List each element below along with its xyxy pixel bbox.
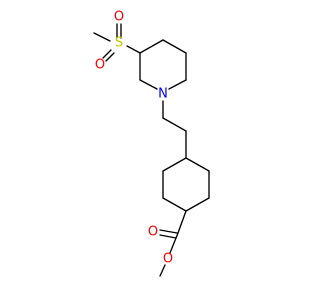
- bond-piperidine-c6-n: [168, 79, 187, 90]
- bond-cyclohexane-c6-c1: [162, 157, 187, 172]
- bond-ester-carbonyl-2: [159, 234, 177, 239]
- bond-piperidine-n-c2: [139, 79, 158, 90]
- ester-ether-oxygen-label: O: [163, 252, 173, 267]
- bond-ester-carbonyl-1: [159, 229, 178, 234]
- molecule-structure-diagram: S O O N O O: [0, 0, 300, 300]
- bond-cyclohexane-ester-carbon: [177, 210, 187, 234]
- bond-cyclohexane-c3-c4: [185, 197, 210, 212]
- bond-cyclohexane-c1-c2: [185, 157, 210, 172]
- bond-cyclohexane-c4-c5: [162, 197, 187, 212]
- sulfonyl-oxygen-lower-label: O: [95, 58, 105, 73]
- sulfur-atom-label: S: [115, 36, 123, 51]
- canvas-background: [0, 0, 300, 300]
- bond-ester-ether-oxygen: [169, 232, 179, 254]
- bond-methyl-sulfur: [93, 32, 111, 42]
- bond-piperidine-c4-c5: [162, 39, 187, 54]
- bond-piperidine-c3-c4: [139, 39, 164, 54]
- bond-ethyl-chain: [162, 117, 187, 132]
- bond-sulfur-oxygen-lower-2: [105, 52, 115, 62]
- ester-carbonyl-oxygen-label: O: [148, 225, 158, 240]
- sulfonyl-oxygen-upper-label: O: [114, 10, 124, 25]
- bond-sulfur-oxygen-lower-1: [102, 49, 112, 59]
- bond-ether-oxygen-methyl: [159, 264, 166, 277]
- piperidine-nitrogen-label: N: [158, 87, 168, 102]
- bond-sulfur-ring-carbon: [126, 45, 141, 54]
